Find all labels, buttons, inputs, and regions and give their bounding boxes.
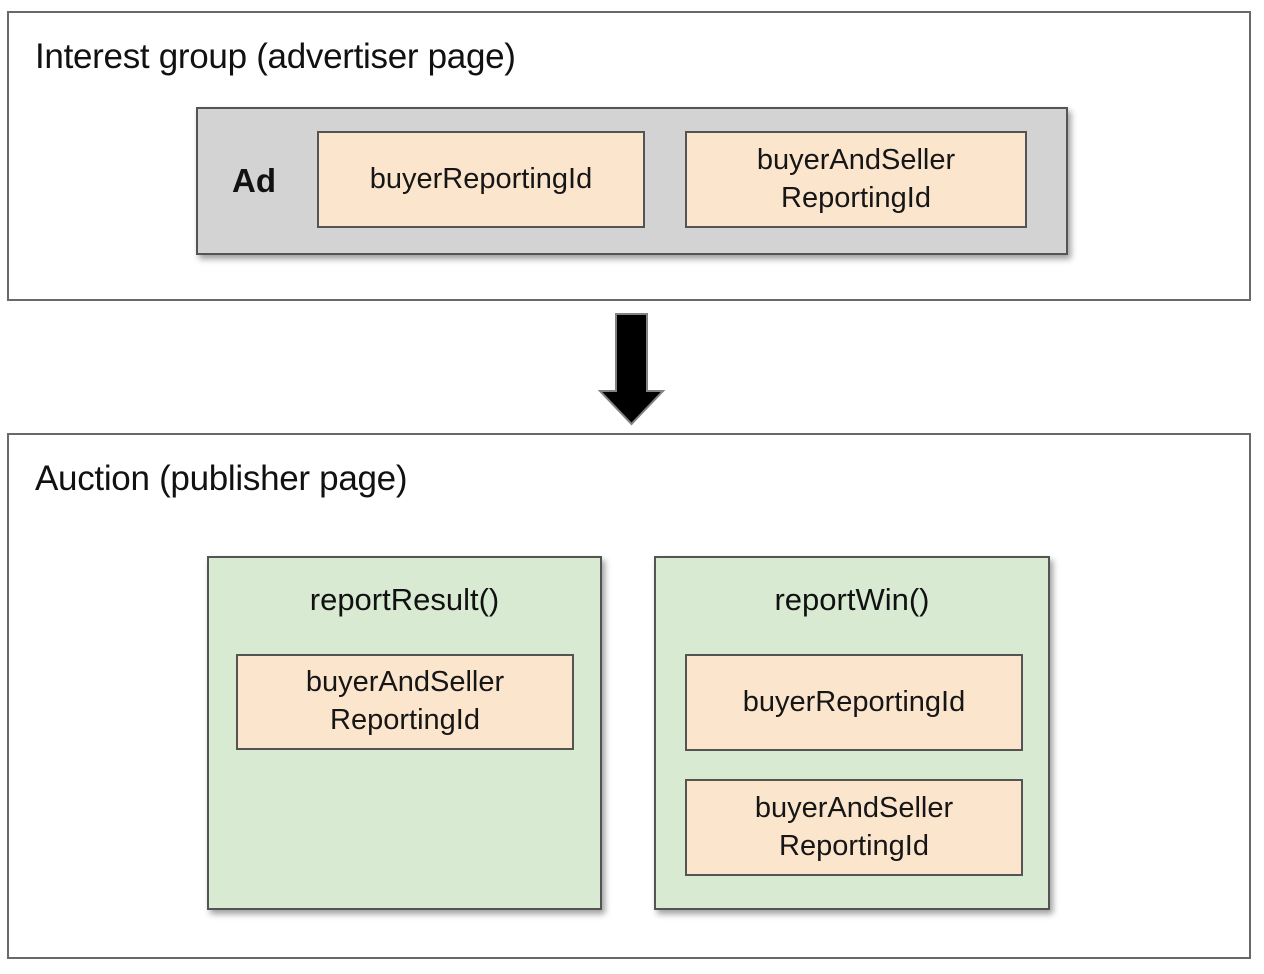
report-result-box: reportResult() buyerAndSeller ReportingI…: [207, 556, 602, 910]
report-result-title: reportResult(): [309, 582, 500, 617]
buyer-and-seller-reporting-id-box: buyerAndSeller ReportingId: [685, 131, 1027, 228]
buyer-and-seller-reporting-id-box: buyerAndSeller ReportingId: [236, 654, 574, 750]
report-win-title: reportWin(): [774, 582, 930, 617]
down-arrow-icon: [595, 312, 670, 428]
interest-group-title: Interest group (advertiser page): [35, 37, 516, 76]
buyer-reporting-id-box: buyerReportingId: [685, 654, 1023, 751]
buyer-reporting-id-box: buyerReportingId: [317, 131, 645, 228]
auction-section: Auction (publisher page) reportResult() …: [7, 433, 1251, 959]
interest-group-section: Interest group (advertiser page) Ad buye…: [7, 11, 1251, 301]
report-win-box: reportWin() buyerReportingId buyerAndSel…: [654, 556, 1050, 910]
ad-label: Ad: [232, 162, 276, 199]
buyer-and-seller-reporting-id-box: buyerAndSeller ReportingId: [685, 779, 1023, 876]
ad-container: Ad buyerReportingId buyerAndSeller Repor…: [196, 107, 1068, 255]
auction-title: Auction (publisher page): [35, 459, 408, 498]
